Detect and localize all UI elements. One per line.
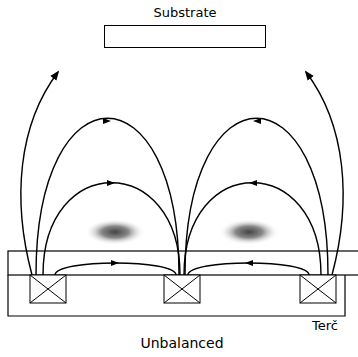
field-arrows [103, 118, 261, 266]
field-line [43, 183, 180, 275]
field-line [184, 183, 321, 275]
caption: Unbalanced [140, 335, 223, 352]
magnet-cross [164, 275, 200, 303]
field-line [188, 263, 309, 275]
magnet [164, 275, 200, 303]
magnet-cross [300, 275, 336, 303]
field-arrow [107, 180, 115, 186]
magnet-holder [8, 275, 345, 316]
field-lines [21, 72, 343, 275]
plasma-cloud [85, 219, 145, 245]
target-label: Terč [312, 318, 338, 334]
target-plate [8, 251, 358, 275]
field-arrow [103, 118, 111, 124]
magnet [30, 275, 66, 303]
field-arrow [253, 118, 261, 124]
magnet [300, 275, 336, 303]
field-arrow [111, 260, 119, 266]
substrate-box: Substrate [104, 25, 266, 48]
magnet-cross [30, 275, 66, 303]
field-line [36, 118, 179, 275]
open-field-line [21, 72, 58, 275]
target-assembly [8, 251, 358, 316]
node-heading: Substrate [153, 5, 216, 21]
open-field-line [306, 72, 343, 275]
field-line [55, 263, 176, 275]
field-arrow [245, 260, 253, 266]
field-arrow [249, 180, 257, 186]
plasma-cloud [219, 219, 279, 245]
field-line [185, 118, 328, 275]
magnets [30, 275, 336, 303]
